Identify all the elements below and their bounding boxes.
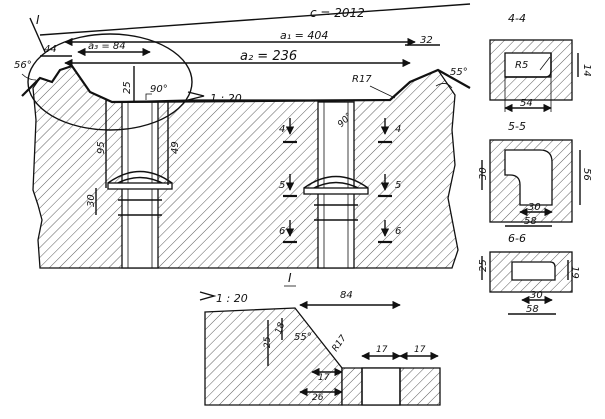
section-6-inner-width: 30 [530, 290, 543, 301]
section-5-left-dim: 30 [478, 167, 489, 180]
slope-main: 1 : 20 [210, 92, 242, 105]
detail-I-dim-17-bottom: 17 [318, 373, 330, 383]
section-6-outer-width: 58 [526, 304, 539, 315]
dim-a2: a₂ = 236 [240, 49, 297, 64]
detail-I-dim-18: 18 [274, 321, 287, 335]
detail-I-dim-25: 25 [263, 336, 273, 348]
dim-44: 44 [44, 44, 57, 55]
section-4-title: 4-4 [508, 12, 526, 25]
section-6-6: 6-6 25 19 30 58 [478, 232, 580, 315]
section-4-4: 4-4 R5 14 54 [489, 12, 592, 113]
callout-ellipse [27, 33, 193, 131]
section-5-outer-width: 58 [524, 216, 537, 227]
section-5-right: 5 [395, 180, 401, 191]
section-4-right: 4 [395, 124, 401, 135]
callout-marker: I [36, 13, 40, 27]
section-5-left: 5 [279, 180, 285, 191]
dim-95: 95 [96, 141, 107, 154]
detail-I-dim-17-a: 17 [376, 345, 388, 355]
dim-c: c = 2012 [310, 6, 365, 20]
section-6-right: 6 [395, 226, 401, 237]
dim-30: 30 [86, 194, 97, 207]
section-4-height: 14 [581, 64, 592, 77]
dim-25: 25 [122, 81, 133, 94]
section-6-title: 6-6 [508, 232, 526, 245]
section-5-right-dim: 56 [581, 168, 592, 181]
dim-56-deg: 56° [14, 60, 32, 71]
section-6-right-dim: 19 [569, 266, 580, 279]
section-5-inner-width: 30 [528, 202, 541, 213]
right-channel [317, 101, 355, 269]
section-markers: 4 4 5 5 6 6 [279, 118, 401, 244]
detail-I-dim-17-b: 17 [414, 345, 426, 355]
section-4-left: 4 [279, 124, 285, 135]
dim-32: 32 [420, 35, 433, 46]
dim-r17: R17 [352, 74, 372, 85]
dim-55-deg: 55° [450, 67, 468, 78]
detail-I-title: I [288, 271, 292, 285]
section-6-left-dim: 25 [478, 259, 489, 272]
detail-body [204, 307, 343, 406]
detail-I-dim-r17: R17 [330, 333, 349, 353]
dim-a3: a₃ = 84 [88, 41, 126, 52]
main-view: I c = 2012 a₁ = 404 a₂ = 236 a₃ = 84 44 … [14, 3, 471, 269]
detail-I-dim-26: 26 [312, 393, 324, 403]
detail-I-slope: 1 : 20 [216, 292, 248, 305]
section-4-width: 54 [520, 98, 533, 109]
detail-I: I 1 : 20 84 55° R17 18 25 17 26 17 17 [199, 271, 441, 406]
section-5-5: 5-5 30 56 30 58 [478, 120, 592, 227]
dim-a1: a₁ = 404 [280, 29, 328, 42]
section-4-radius: R5 [515, 60, 528, 71]
detail-I-dim-55: 55° [294, 332, 312, 343]
detail-I-dim-84: 84 [340, 290, 353, 301]
section-5-title: 5-5 [508, 120, 526, 133]
dim-49: 49 [170, 141, 181, 154]
section-6-left: 6 [279, 226, 285, 237]
dim-90-deg-a: 90° [150, 84, 168, 95]
